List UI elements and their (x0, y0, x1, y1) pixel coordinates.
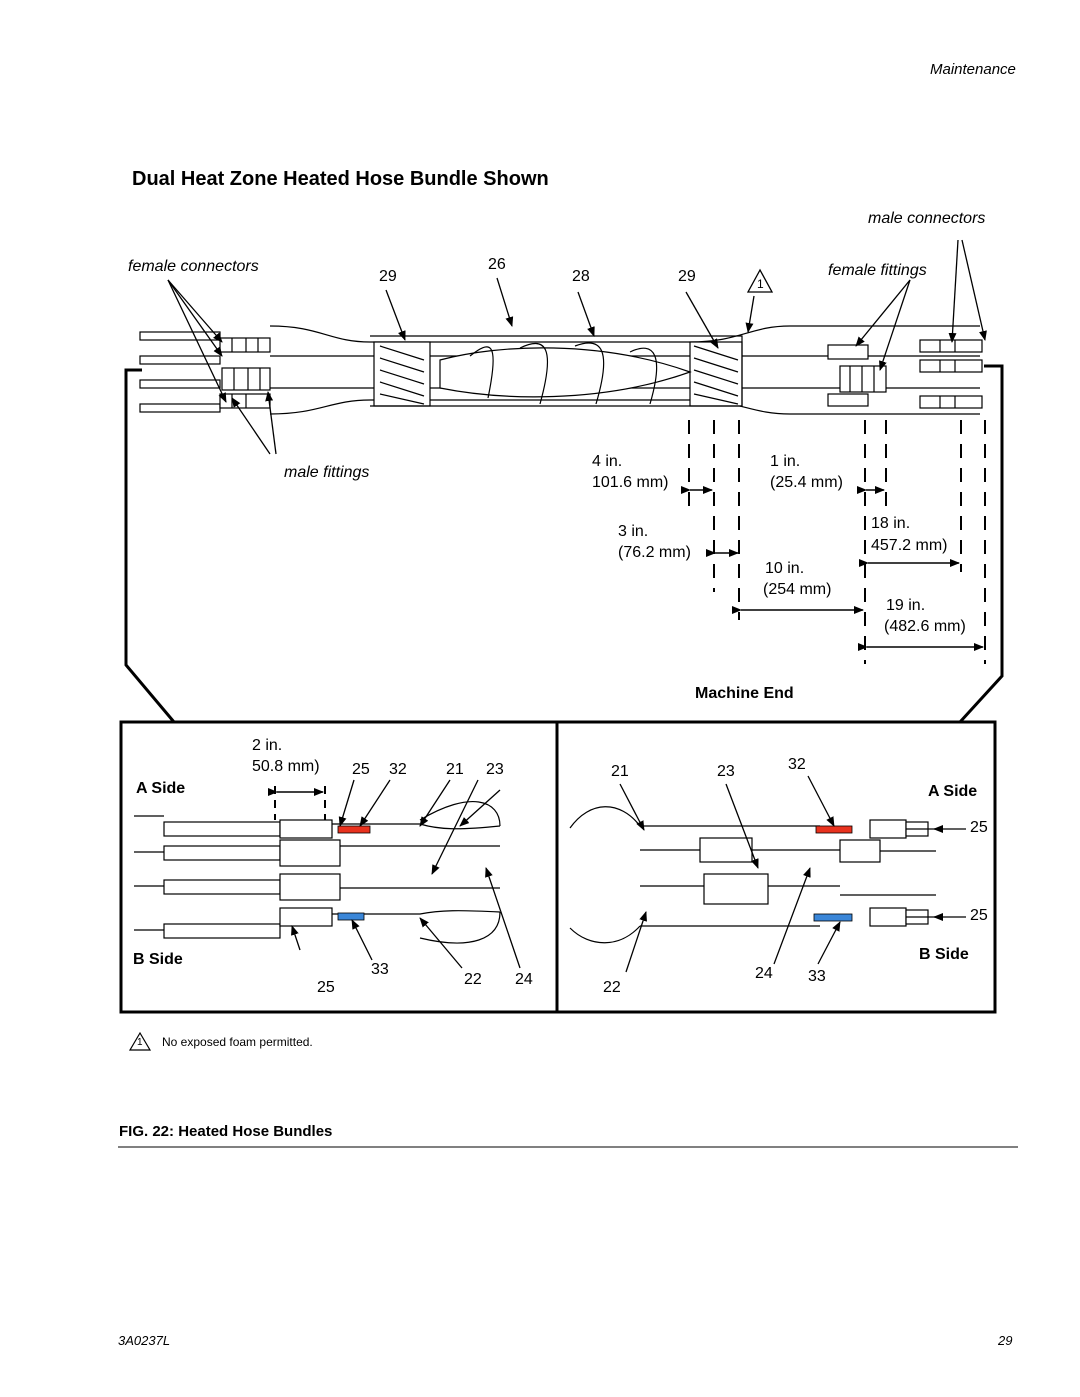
upper-leaders (167, 239, 987, 455)
right-callout-23: 23 (717, 763, 735, 780)
dim-18in: 18 in. (871, 515, 911, 532)
dimension-extension-lines (688, 420, 986, 664)
document-id: 3A0237L (118, 1333, 171, 1348)
dim-76mm: (76.2 mm) (618, 544, 691, 561)
callout-28: 28 (572, 268, 590, 285)
right-callout-25-b: 25 (970, 907, 988, 924)
left-detail-leaders (291, 779, 521, 969)
left-callout-25-top: 25 (352, 761, 370, 778)
warning-triangle-icon (746, 268, 774, 293)
callout-29-right: 29 (678, 268, 696, 285)
figure-outline-left (124, 368, 176, 723)
left-detail-hoses (134, 801, 501, 944)
note-warning-icon (128, 1031, 152, 1051)
right-callout-33: 33 (808, 968, 826, 985)
b-side-marker-right (813, 913, 853, 922)
right-b-side-label: B Side (919, 946, 969, 963)
callout-26: 26 (488, 256, 506, 273)
dim-457mm: 457.2 mm) (871, 537, 948, 554)
hose-bundle (139, 325, 983, 415)
label-female-fittings: female fittings (828, 262, 927, 279)
note-text: No exposed foam permitted. (162, 1035, 313, 1049)
right-detail-hoses (569, 806, 940, 944)
b-side-marker-left (337, 912, 365, 921)
a-side-marker-left (337, 825, 371, 834)
right-callout-25-a: 25 (970, 819, 988, 836)
dim-482mm: (482.6 mm) (884, 618, 966, 635)
label-female-connectors: female connectors (128, 258, 259, 275)
running-header: Maintenance (930, 61, 1016, 78)
right-callout-24: 24 (755, 965, 773, 982)
figure-outline-right (958, 364, 1004, 724)
callout-29-left: 29 (379, 268, 397, 285)
right-a-side-label: A Side (928, 783, 978, 800)
left-callout-24: 24 (515, 971, 533, 988)
right-callout-22: 22 (603, 979, 621, 996)
figure-caption-prefix: FIG. 22: (119, 1123, 179, 1140)
left-a-side-label: A Side (136, 780, 186, 797)
dim-1in: 1 in. (770, 453, 801, 470)
dim-3in: 3 in. (618, 523, 649, 540)
dim-25mm: (25.4 mm) (770, 474, 843, 491)
dim-2in: 2 in. (252, 737, 283, 754)
dimension-arrows (681, 486, 984, 651)
label-male-connectors: male connectors (868, 210, 986, 227)
left-callout-33: 33 (371, 961, 389, 978)
a-side-marker-right (815, 825, 853, 834)
section-title: Dual Heat Zone Heated Hose Bundle Shown (132, 168, 549, 190)
right-detail-box (555, 720, 997, 1014)
dim-4in: 4 in. (592, 453, 623, 470)
left-callout-22: 22 (464, 971, 482, 988)
warning-symbol-number: 1 (757, 277, 764, 291)
dim-254mm: (254 mm) (763, 581, 832, 598)
dim-101mm: 101.6 mm) (592, 474, 669, 491)
left-callout-23: 23 (486, 761, 504, 778)
dim-10in: 10 in. (765, 560, 805, 577)
label-male-fittings: male fittings (284, 464, 370, 481)
dim-50mm: 50.8 mm) (252, 758, 320, 775)
figure-caption-text: Heated Hose Bundles (178, 1123, 333, 1140)
dim-19in: 19 in. (886, 597, 926, 614)
note-symbol-number: 1 (137, 1037, 143, 1048)
page-number: 29 (998, 1333, 1013, 1348)
left-callout-21: 21 (446, 761, 464, 778)
right-callout-21: 21 (611, 763, 629, 780)
left-callout-25-bottom: 25 (317, 979, 335, 996)
left-b-side-label: B Side (133, 951, 183, 968)
right-callout-32: 32 (788, 756, 806, 773)
machine-end-label: Machine End (695, 685, 794, 702)
right-detail-leaders (619, 775, 966, 973)
left-callout-32: 32 (389, 761, 407, 778)
figure-caption: FIG. 22: Heated Hose Bundles (119, 1123, 332, 1140)
